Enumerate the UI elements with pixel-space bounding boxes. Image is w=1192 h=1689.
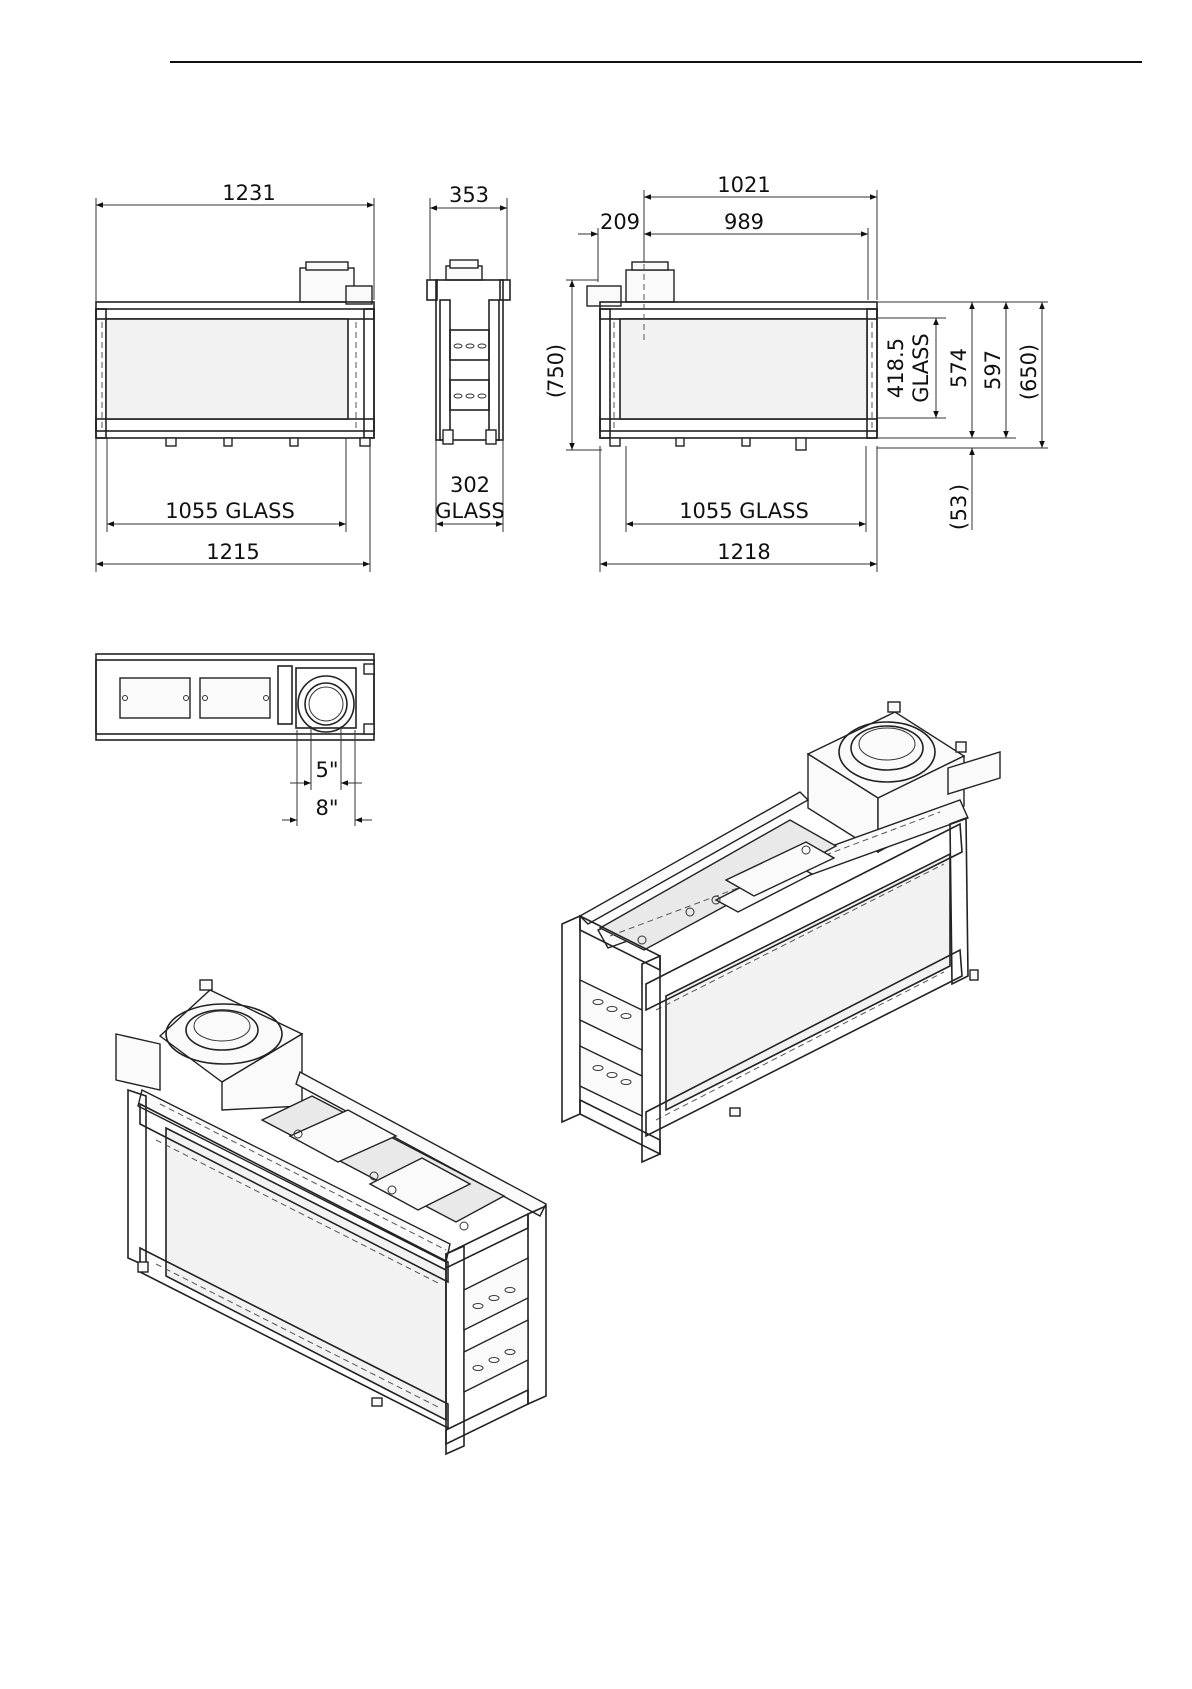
dim-53: 53 xyxy=(947,495,971,522)
dim-1055-glass-back: 1055 GLASS xyxy=(679,499,809,523)
dim-1231: 1231 xyxy=(222,181,275,205)
dim-418-5: 418.5 xyxy=(884,338,908,398)
front-view: 1231 1055 GLASS 1215 xyxy=(96,181,374,572)
dim-5in: 5" xyxy=(315,758,338,782)
dim-750: 750 xyxy=(544,352,568,392)
dim-353: 353 xyxy=(449,183,489,207)
dim-1055-glass-front: 1055 GLASS xyxy=(165,499,295,523)
paren-650-open: ( xyxy=(1017,392,1041,400)
paren-650-close: ) xyxy=(1017,344,1041,352)
dim-1218: 1218 xyxy=(717,540,770,564)
paren-750-close: ) xyxy=(544,344,568,352)
dim-8in: 8" xyxy=(315,796,338,820)
back-view: 1021 209 989 750 1055 GLASS 1218 xyxy=(544,173,1048,572)
side-view: 353 302 GLASS xyxy=(427,183,510,532)
isometric-view-right xyxy=(562,702,1000,1162)
dim-glass-side: GLASS xyxy=(435,499,504,523)
isometric-view-left xyxy=(116,980,546,1454)
dim-1021: 1021 xyxy=(717,173,770,197)
dim-574: 574 xyxy=(947,348,971,388)
dim-418-5-glass-label: GLASS xyxy=(909,333,933,402)
dim-302: 302 xyxy=(450,473,490,497)
paren-53-close: ) xyxy=(947,484,971,492)
dim-209: 209 xyxy=(600,210,640,234)
dim-650: 650 xyxy=(1017,352,1041,392)
dim-989: 989 xyxy=(724,210,764,234)
dim-597: 597 xyxy=(981,350,1005,390)
paren-53-open: ( xyxy=(947,522,971,530)
dim-1215: 1215 xyxy=(206,540,259,564)
top-view: 5" 8" xyxy=(96,654,374,826)
paren-750-open: ( xyxy=(544,390,568,398)
